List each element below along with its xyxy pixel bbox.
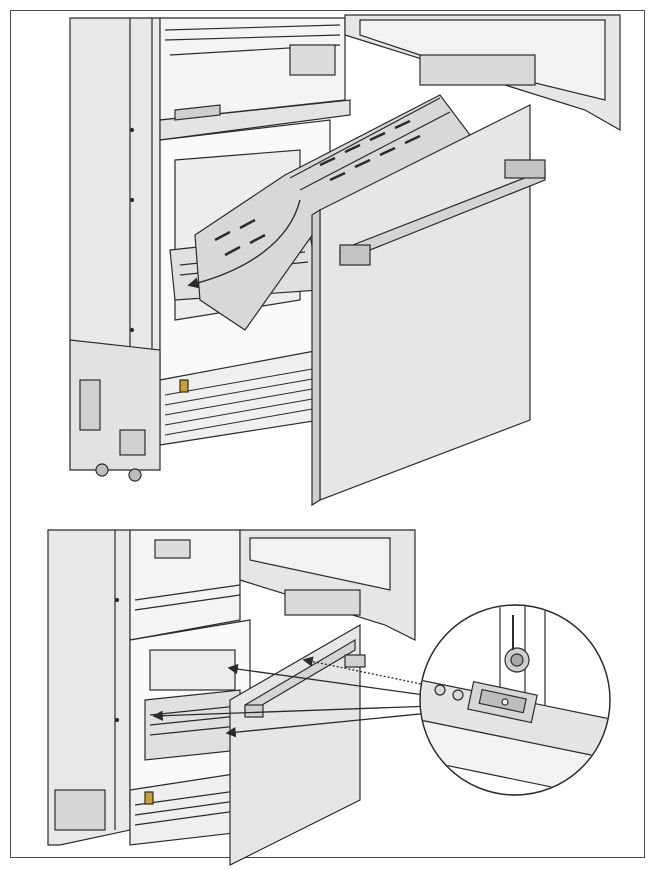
bottom-panel [47,529,611,866]
top-panel [69,14,621,507]
detail-magnifier [419,604,611,796]
drawer-front-panel-bottom [229,623,361,866]
drawer-handle-top [339,159,546,266]
removal-arrow [187,199,301,289]
latch-icon-bottom [144,791,154,805]
basket-bottom [144,689,241,761]
caster-wheel-icon [95,463,109,477]
latch-icon [179,379,189,393]
cabinet-side-bottom [47,529,131,846]
guide-arrow-2 [152,704,461,721]
